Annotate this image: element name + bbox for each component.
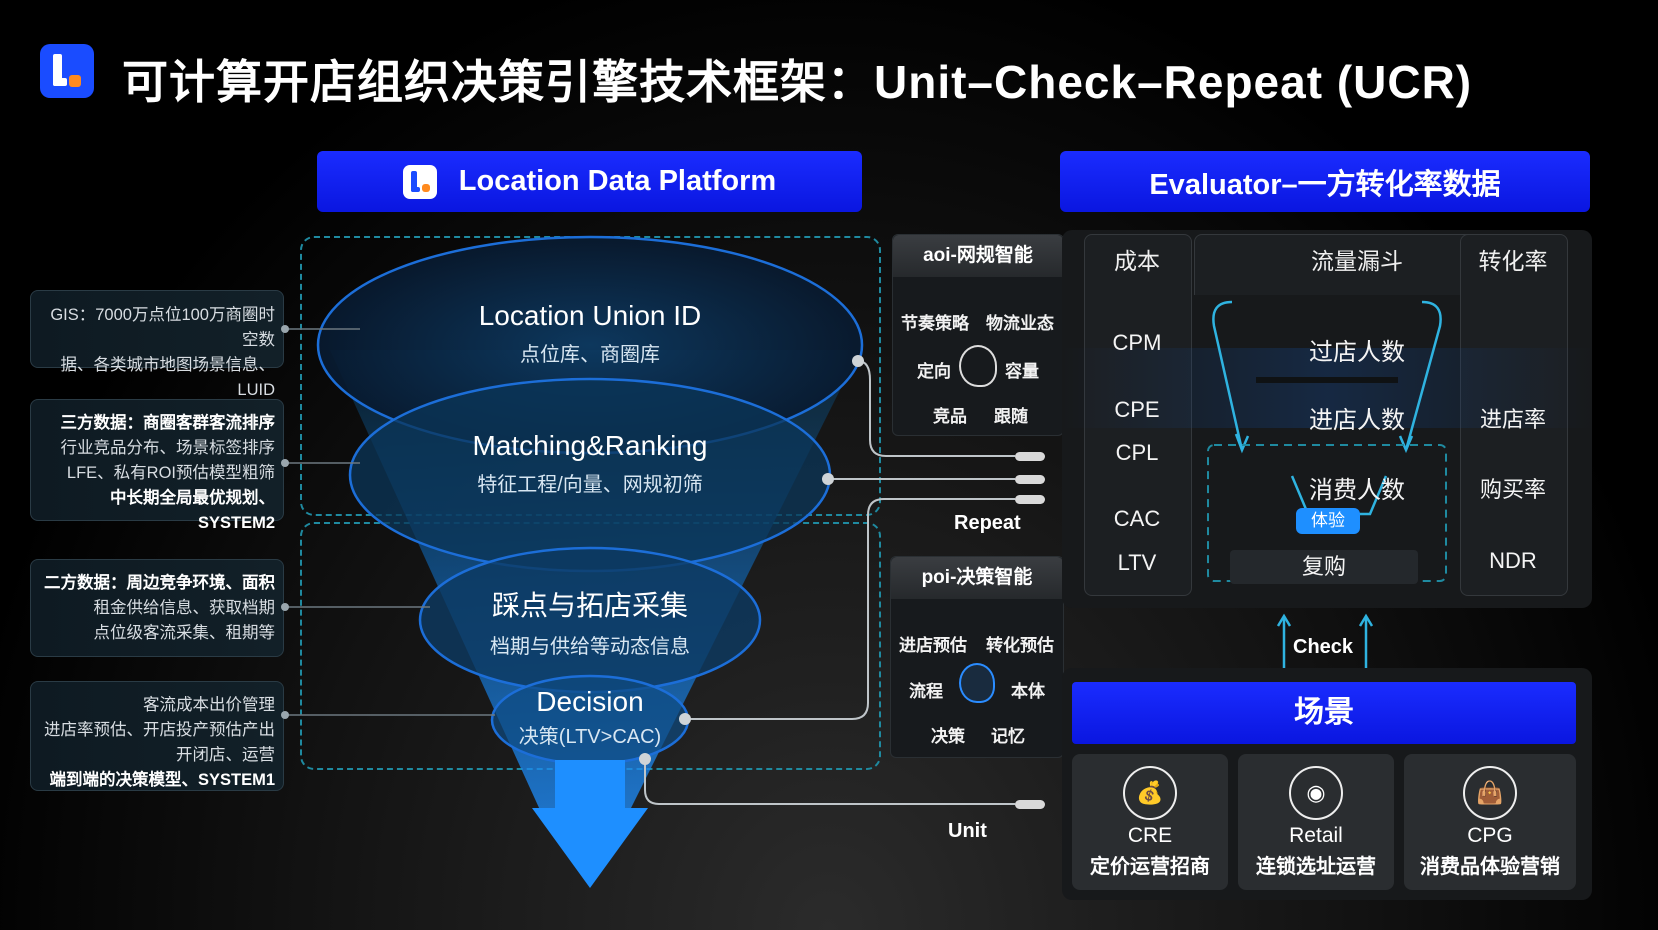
poi-item: 决策 xyxy=(931,727,965,746)
check-label: Check xyxy=(1293,636,1354,658)
ldp-header-text: Location Data Platform xyxy=(458,165,777,197)
note-line: 客流成本出价管理 xyxy=(143,696,275,714)
poi-item: 本体 xyxy=(1011,682,1045,701)
note-line: 点位级客流采集、租期等 xyxy=(93,624,276,642)
page-title: 可计算开店组织决策引擎技术框架：Unit–Check–Repeat (UCR) xyxy=(122,56,1473,108)
funnel-level-title: Location Union ID xyxy=(478,300,702,331)
scene-card-desc: 定价运营招商 xyxy=(1090,856,1210,878)
funnel-header: 流量漏斗 xyxy=(1311,248,1403,274)
scene-card-name: CPG xyxy=(1467,824,1513,847)
connector-stub xyxy=(1015,452,1045,461)
scene-card-name: CRE xyxy=(1127,824,1173,847)
note-line: 行业竞品分布、场景标签排序 xyxy=(60,439,276,457)
aoi-item: 跟随 xyxy=(994,407,1028,426)
rate-metric: NDR xyxy=(1489,548,1537,573)
ldp-logo-icon xyxy=(402,164,437,199)
connector-stub xyxy=(1015,495,1045,504)
poi-item: 进店预估 xyxy=(899,636,967,655)
cost-metric: LTV xyxy=(1117,550,1157,575)
rate-metric: 进店率 xyxy=(1479,407,1546,432)
note-line: 三方数据：商圈客群客流排序 xyxy=(60,414,276,432)
brand-logo xyxy=(40,44,94,98)
note-line: 据、各类城市地图场景信息、LUID xyxy=(60,356,276,399)
note-second-party: 二方数据：周边竞争环境、面积 租金供给信息、获取档期 点位级客流采集、租期等 xyxy=(30,559,284,657)
aoi-card: aoi-网规智能 节奏策略 物流业态 定向 容量 竞品 跟随 xyxy=(892,234,1064,436)
location-pin-icon: ◉ xyxy=(1289,766,1343,820)
funnel-step: 过店人数 xyxy=(1309,339,1405,366)
rate-header: 转化率 xyxy=(1478,248,1548,274)
funnel-level-subtitle: 决策(LTV>CAC) xyxy=(518,726,662,748)
shopping-bag-icon: 👜 xyxy=(1463,766,1517,820)
note-gis: GIS：7000万点位100万商圈时空数 据、各类城市地图场景信息、LUID xyxy=(30,290,284,399)
connector-stub xyxy=(1015,475,1045,484)
note-line: 租金供给信息、获取档期 xyxy=(93,599,276,617)
poi-card-title: poi-决策智能 xyxy=(891,557,1063,599)
note-line: 开闭店、运营 xyxy=(176,746,275,764)
funnel-step: 进店人数 xyxy=(1309,407,1405,434)
aoi-item: 竞品 xyxy=(933,407,967,426)
cost-metric: CAC xyxy=(1113,506,1161,531)
scene-header: 场景 xyxy=(1072,682,1576,744)
experience-badge: 体验 xyxy=(1296,508,1360,534)
cost-metric: CPM xyxy=(1112,330,1162,355)
funnel-step: 消费人数 xyxy=(1309,477,1405,504)
funnel-level-survey: 踩点与拓店采集 档期与供给等动态信息 xyxy=(380,584,800,659)
evaluator-panel: 成本 流量漏斗 转化率 CPM CPE CPL CAC LTV 过店人数 进店人… xyxy=(1062,230,1592,608)
check-arrows xyxy=(1276,613,1374,676)
scene-card-name: Retail xyxy=(1289,824,1343,847)
cost-header: 成本 xyxy=(1114,248,1160,274)
aoi-card-title: aoi-网规智能 xyxy=(893,235,1063,277)
poi-item: 流程 xyxy=(909,682,943,701)
funnel-level-matching: Matching&Ranking 特征工程/向量、网规初筛 xyxy=(380,430,800,497)
poi-item: 转化预估 xyxy=(986,636,1054,655)
scene-card-cre: 💰 CRE 定价运营招商 xyxy=(1072,754,1228,890)
note-line: 中长期全局最优规划、SYSTEM2 xyxy=(110,489,275,532)
rate-metric: 购买率 xyxy=(1479,477,1546,502)
brain-icon xyxy=(959,345,997,387)
poi-item: 记忆 xyxy=(991,727,1025,746)
aoi-item: 定向 xyxy=(917,362,951,381)
note-line: 二方数据：周边竞争环境、面积 xyxy=(44,574,275,592)
note-line: 进店率预估、开店投产预估产出 xyxy=(44,721,275,739)
money-bag-icon: 💰 xyxy=(1123,766,1177,820)
scene-card-desc: 连锁选址运营 xyxy=(1256,856,1376,878)
rate-column xyxy=(1460,234,1568,596)
aoi-item: 节奏策略 xyxy=(901,314,969,333)
funnel-level-decision: Decision 决策(LTV>CAC) xyxy=(380,686,800,749)
repeat-label: Repeat xyxy=(954,512,1021,534)
scene-card-desc: 消费品体验营销 xyxy=(1420,856,1560,878)
funnel-level-luid: Location Union ID 点位库、商圈库 xyxy=(380,300,800,367)
poi-card: poi-决策智能 进店预估 转化预估 流程 本体 决策 记忆 xyxy=(890,556,1064,758)
funnel-level-title: Matching&Ranking xyxy=(472,430,708,461)
unit-label: Unit xyxy=(948,820,987,842)
cost-metric: CPL xyxy=(1115,440,1159,465)
scene-card-retail: ◉ Retail 连锁选址运营 xyxy=(1238,754,1394,890)
note-decision: 客流成本出价管理 进店率预估、开店投产预估产出 开闭店、运营 端到端的决策模型、… xyxy=(30,681,284,791)
funnel-level-title: Decision xyxy=(536,686,644,717)
scene-card-cpg: 👜 CPG 消费品体验营销 xyxy=(1404,754,1576,890)
cost-metric: CPE xyxy=(1114,397,1160,422)
brain-icon xyxy=(959,663,995,703)
funnel-level-subtitle: 点位库、商圈库 xyxy=(520,344,660,366)
aoi-item: 物流业态 xyxy=(986,314,1054,333)
aoi-item: 容量 xyxy=(1005,362,1039,381)
funnel-step: 复购 xyxy=(1230,550,1418,584)
note-line: 端到端的决策模型、SYSTEM1 xyxy=(49,771,275,789)
note-line: LFE、私有ROI预估模型粗筛 xyxy=(66,464,275,482)
cost-column xyxy=(1084,234,1192,596)
note-line: GIS：7000万点位100万商圈时空数 xyxy=(50,306,275,349)
funnel-level-title: 踩点与拓店采集 xyxy=(491,590,688,621)
scene-panel: 场景 💰 CRE 定价运营招商 ◉ Retail 连锁选址运营 👜 CPG 消费… xyxy=(1062,668,1592,900)
connector-stub xyxy=(1015,800,1045,809)
funnel-level-subtitle: 档期与供给等动态信息 xyxy=(490,636,690,658)
ldp-header: Location Data Platform xyxy=(317,151,862,212)
funnel-level-subtitle: 特征工程/向量、网规初筛 xyxy=(477,474,703,496)
evaluator-header: Evaluator–一方转化率数据 xyxy=(1060,151,1590,212)
